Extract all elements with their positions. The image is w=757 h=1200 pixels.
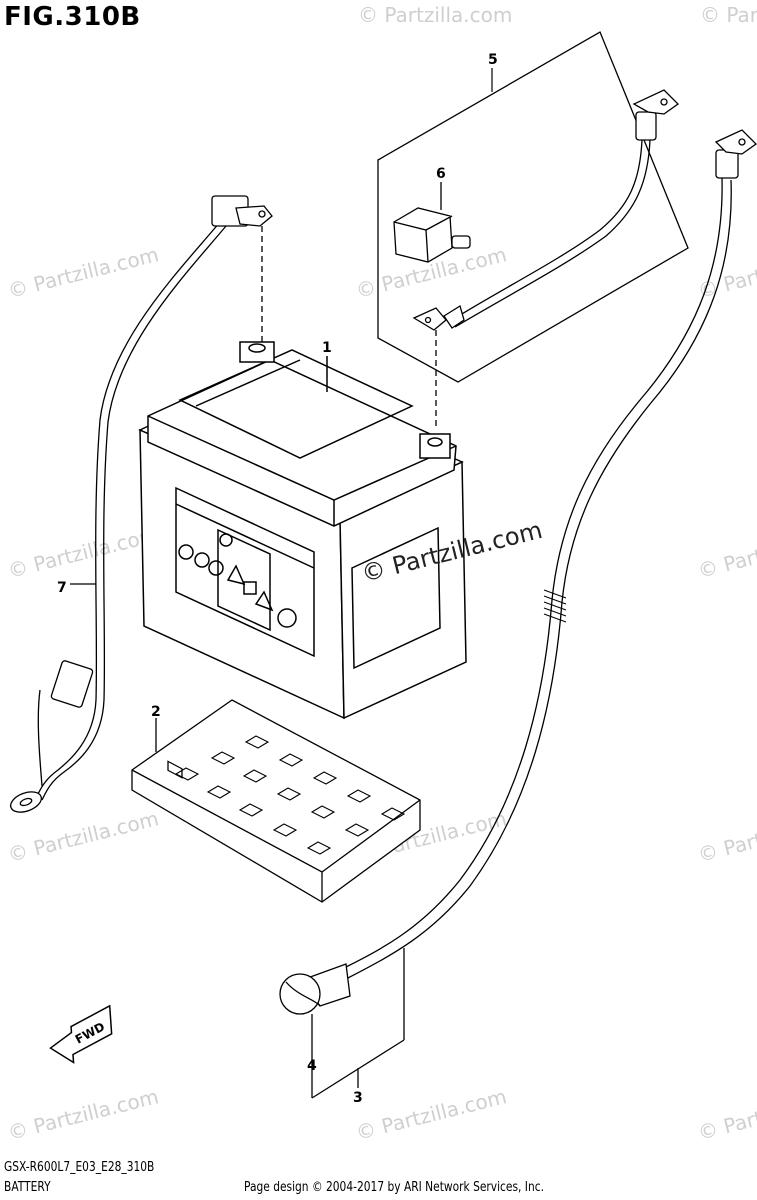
part-6-terminal-cover bbox=[393, 182, 471, 263]
svg-text:© Partzilla.com: © Partzilla.com bbox=[5, 242, 161, 303]
svg-text:© Partzilla.com: © Partzilla.com bbox=[695, 522, 757, 583]
callout-labels: 1 2 3 4 5 6 7 bbox=[57, 52, 498, 1106]
svg-text:© Partzilla.com: © Partzilla.com bbox=[353, 1084, 509, 1145]
svg-text:© Partzilla.com: © Partzilla.com bbox=[695, 1084, 757, 1145]
callout-5: 5 bbox=[488, 52, 498, 68]
svg-text:© Partzilla.com: © Partzilla.com bbox=[5, 522, 161, 583]
svg-text:© Partzilla.com: © Partzilla.com bbox=[358, 3, 512, 27]
figure-name: BATTERY bbox=[4, 1180, 51, 1195]
part-7-lead-wire bbox=[10, 195, 273, 813]
copyright-notice: Page design © 2004-2017 by ARI Network S… bbox=[244, 1180, 544, 1195]
callout-6: 6 bbox=[436, 166, 446, 182]
callout-2: 2 bbox=[151, 704, 161, 720]
callout-4: 4 bbox=[307, 1058, 317, 1074]
part-3-long-cable bbox=[279, 129, 757, 1099]
part-5-battery-cable bbox=[412, 89, 680, 430]
callout-1: 1 bbox=[322, 340, 332, 356]
figure-title: FIG.310B bbox=[4, 2, 141, 32]
svg-text:© Partzilla.com: © Partzilla.com bbox=[695, 806, 757, 867]
fwd-direction-arrow: FWD bbox=[49, 1004, 113, 1064]
part-5-group-box bbox=[377, 31, 689, 383]
svg-text:© Partzilla.com: © Partzilla.com bbox=[700, 3, 757, 27]
part-1-battery bbox=[138, 341, 467, 720]
part-2-battery-tray bbox=[131, 699, 421, 903]
callout-7: 7 bbox=[57, 580, 67, 596]
callout-3: 3 bbox=[353, 1090, 363, 1106]
svg-text:© Partzilla.com: © Partzilla.com bbox=[5, 1084, 161, 1145]
figure-code: GSX-R600L7_E03_E28_310B bbox=[4, 1160, 155, 1175]
svg-text:© Partzilla.com: © Partzilla.com bbox=[5, 806, 161, 867]
